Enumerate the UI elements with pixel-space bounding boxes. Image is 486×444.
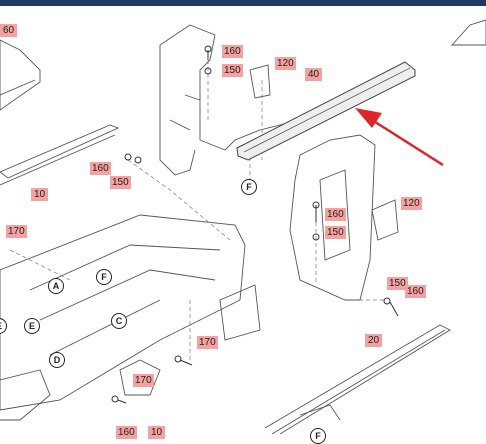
tray-foot [0,369,51,421]
part-label: 170 [133,374,154,387]
side-bracket [219,284,261,341]
top-bracket [249,64,271,99]
callout-circle: A [48,278,64,294]
part-label: 40 [305,68,322,81]
part-label: 10 [148,426,165,439]
right-bracket [371,199,399,241]
part-label: 150 [222,64,243,77]
part-label: 160 [222,45,243,58]
exploded-parts-diagram [0,19,486,434]
callout-circle: F [96,269,112,285]
part-label: 160 [116,426,137,439]
part-label: 20 [365,334,382,347]
top-right-fragment [450,19,486,46]
cover-part [236,61,416,161]
part-label: 150 [325,226,346,239]
callout-circle: C [111,313,127,329]
bottom-tray [0,214,246,411]
part-label: 120 [275,57,296,70]
part-label: 170 [197,336,218,349]
part-label: 160 [405,285,426,298]
top-header-bar [0,0,486,6]
part-label: 170 [6,225,27,238]
part-label: 160 [90,162,111,175]
callout-circle: E [24,318,40,334]
chassis-left-frame [159,24,301,151]
pointer-arrow [371,118,444,167]
part-label: 150 [110,176,131,189]
part-label: 60 [0,24,17,37]
lower-bracket [119,359,161,396]
callout-circle: F [241,179,257,195]
callout-circle: F [310,428,326,444]
top-left-plate [0,39,41,111]
part-label: 160 [325,208,346,221]
part-label: 150 [387,277,408,290]
part-label: 120 [401,197,422,210]
pointer-arrow-head [355,108,382,128]
bottom-rail [264,324,451,434]
left-rail [0,124,120,179]
part-label: 10 [31,188,48,201]
callout-circle: D [49,352,65,368]
